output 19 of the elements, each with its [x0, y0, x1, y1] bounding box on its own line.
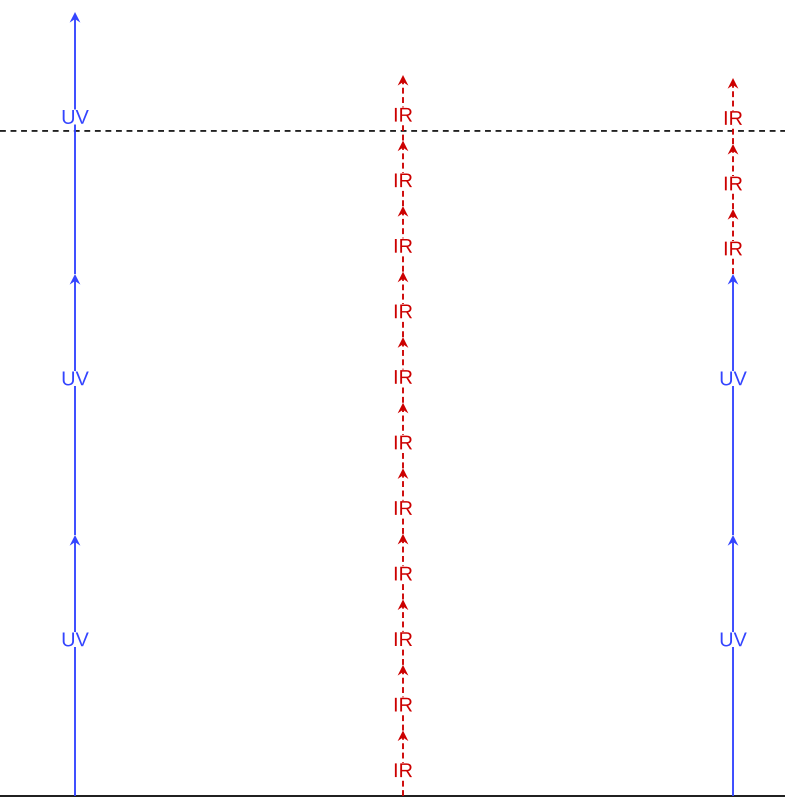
photon-label: UV [60, 632, 90, 648]
photon-label: IR [722, 241, 744, 256]
photon-label: UV [60, 370, 90, 386]
photon-label: IR [392, 304, 414, 319]
photon-label: UV [718, 370, 748, 386]
photon-label: UV [60, 109, 90, 125]
photon-label: IR [392, 566, 414, 582]
photon-label: IR [392, 172, 414, 188]
photon-label: IR [392, 370, 414, 384]
photon-label: IR [392, 238, 414, 254]
photon-label: IR [392, 500, 414, 516]
photon-label: IR [392, 697, 414, 712]
photon-label: IR [392, 762, 414, 778]
photon-label: IR [392, 435, 414, 450]
photon-label: IR [392, 632, 414, 647]
photon-label: UV [718, 632, 748, 648]
photon-label: IR [722, 110, 744, 126]
photon-label: IR [722, 176, 744, 191]
photon-label: IR [392, 107, 414, 122]
